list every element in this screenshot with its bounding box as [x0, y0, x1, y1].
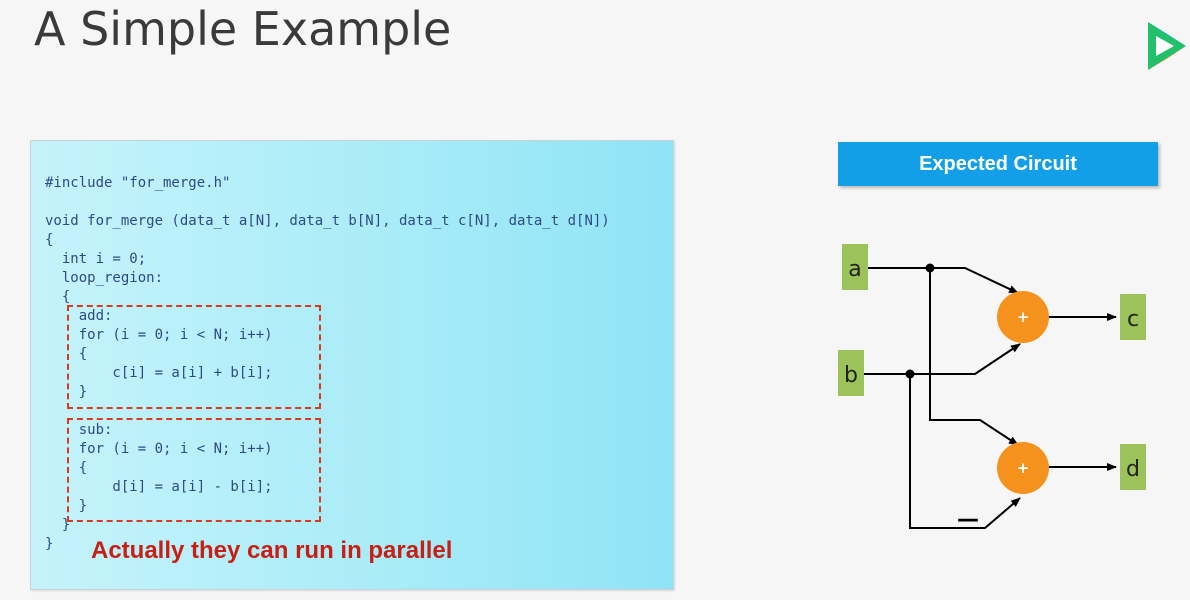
code-line: }: [45, 498, 88, 514]
adder-d-symbol: +: [1017, 459, 1030, 477]
input-a-port: [842, 244, 868, 290]
output-d-port: [1120, 444, 1146, 490]
app-logo-icon: [1148, 22, 1186, 70]
code-line: }: [45, 384, 88, 400]
circuit-diagram: a b c d + + —: [838, 244, 1146, 532]
adder-node-d: [997, 442, 1049, 494]
junction-b: [905, 369, 915, 379]
code-line: for (i = 0; i < N; i++): [45, 327, 273, 343]
circuit-header: Expected Circuit: [838, 142, 1158, 186]
input-a-label: a: [848, 257, 861, 282]
page-title: A Simple Example: [34, 2, 452, 56]
code-line: c[i] = a[i] + b[i];: [45, 365, 273, 381]
input-b-label: b: [844, 363, 858, 388]
junction-a: [925, 263, 935, 273]
code-line: {: [45, 289, 71, 305]
add-loop-highlight: [67, 305, 321, 409]
code-line: {: [45, 232, 54, 248]
code-line: }: [45, 517, 71, 533]
adder-node-c: [997, 291, 1049, 343]
code-line: }: [45, 536, 54, 552]
code-panel: #include "for_merge.h"void for_merge (da…: [30, 140, 674, 590]
code-line: for (i = 0; i < N; i++): [45, 441, 273, 457]
code-line: sub:: [45, 422, 113, 438]
code-line: loop_region:: [45, 270, 164, 286]
input-b-port: [838, 350, 864, 396]
code-line: int i = 0;: [45, 251, 147, 267]
sub-loop-highlight: [67, 418, 321, 522]
output-c-label: c: [1127, 307, 1139, 332]
code-line: {: [45, 460, 88, 476]
code-line: add:: [45, 308, 113, 324]
adder-c-symbol: +: [1017, 308, 1030, 326]
code-line: #include "for_merge.h": [45, 175, 231, 191]
output-d-label: d: [1126, 457, 1140, 482]
parallel-note: Actually they can run in parallel: [91, 537, 453, 564]
code-line: {: [45, 346, 88, 362]
code-line: void for_merge (data_t a[N], data_t b[N]…: [45, 213, 610, 229]
circuit-wires: [864, 267, 1117, 529]
code-line: d[i] = a[i] - b[i];: [45, 479, 273, 495]
output-c-port: [1120, 294, 1146, 340]
minus-sign: —: [957, 507, 979, 532]
